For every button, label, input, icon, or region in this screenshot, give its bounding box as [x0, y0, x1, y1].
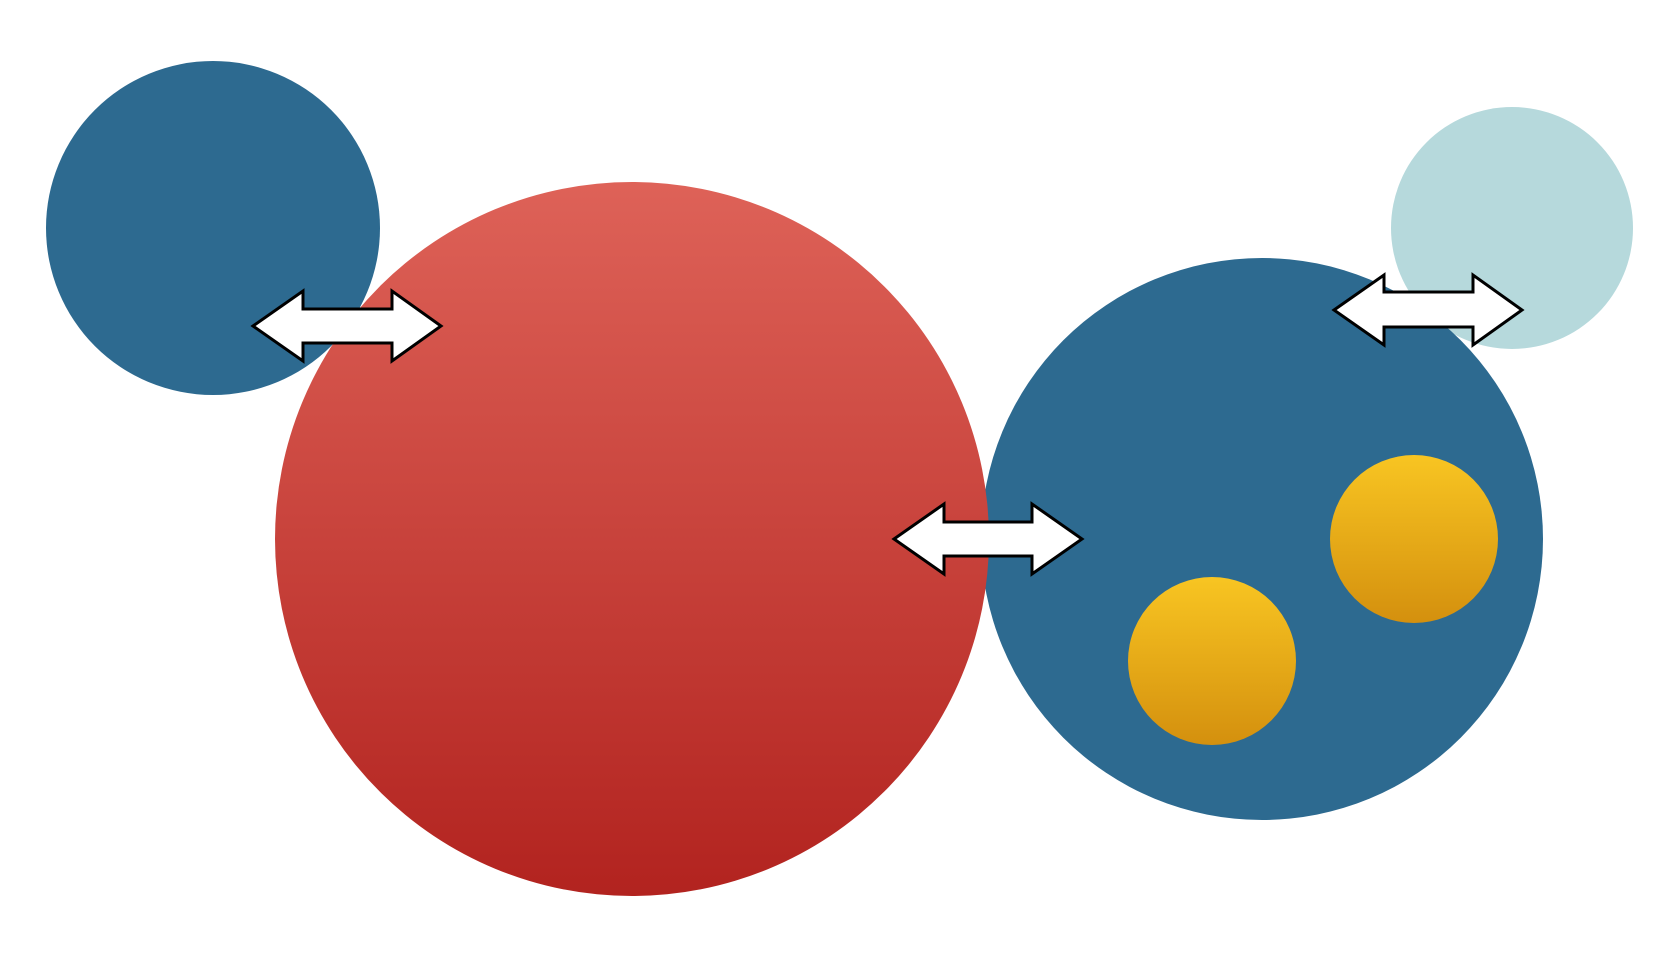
large-red-circle — [275, 182, 989, 896]
light-blue-circle — [1391, 107, 1633, 349]
large-blue-circle — [981, 258, 1543, 820]
gold-circle-upper — [1330, 455, 1498, 623]
small-blue-circle — [46, 61, 380, 395]
gold-circle-lower — [1128, 577, 1296, 745]
double-arrow-left — [250, 288, 444, 364]
double-arrow-right — [1331, 272, 1525, 348]
double-arrow-center — [891, 501, 1085, 577]
